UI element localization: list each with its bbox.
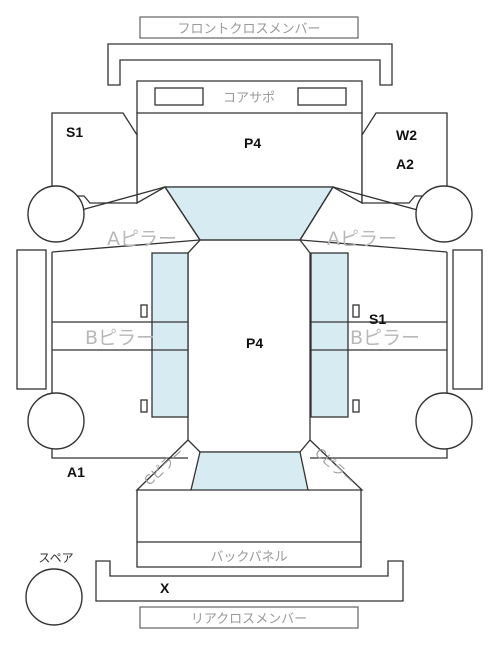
right-a-pillar-label: Aピラー bbox=[327, 228, 397, 250]
rear-bumper-outline bbox=[95, 560, 404, 602]
right-side-skirt bbox=[452, 249, 483, 390]
core-support-outline bbox=[136, 80, 363, 113]
left-headlight bbox=[154, 87, 204, 106]
right-door-outline bbox=[310, 252, 448, 459]
mark-right-side: S1 bbox=[369, 311, 386, 327]
right-a-pillar bbox=[298, 186, 448, 253]
core-support-label: コアサポ bbox=[223, 91, 275, 106]
mark-roof: P4 bbox=[246, 335, 263, 351]
left-door-outline bbox=[51, 252, 188, 459]
rear-window bbox=[190, 451, 309, 491]
mark-front-right-w2: W2 bbox=[396, 127, 417, 143]
rear-right-tire bbox=[415, 392, 473, 450]
left-a-pillar bbox=[51, 186, 202, 253]
mark-front-left: S1 bbox=[66, 124, 83, 140]
rear-cross-member-label: リアクロスメンバー bbox=[191, 612, 307, 627]
mark-rear-floor: X bbox=[160, 580, 170, 596]
left-front-door-handle bbox=[140, 304, 148, 318]
right-c-pillar bbox=[308, 439, 364, 491]
front-cross-member-label: フロントクロスメンバー bbox=[177, 22, 320, 37]
front-right-fender bbox=[361, 112, 448, 204]
left-a-pillar-label: Aピラー bbox=[107, 228, 177, 250]
spare-tire bbox=[25, 568, 83, 626]
rear-left-tire bbox=[27, 392, 85, 450]
windshield bbox=[163, 186, 335, 241]
right-b-pillar-label: Bピラー bbox=[350, 327, 420, 349]
mark-hood: P4 bbox=[244, 135, 261, 151]
front-right-tire bbox=[415, 185, 473, 243]
left-side-skirt bbox=[16, 249, 47, 390]
front-left-tire bbox=[27, 185, 85, 243]
left-rear-door-handle bbox=[140, 399, 148, 413]
mark-rear-left: A1 bbox=[67, 464, 85, 480]
right-side-window bbox=[310, 252, 349, 418]
rear-cross-member-box bbox=[139, 606, 359, 629]
front-cross-member-box bbox=[139, 16, 359, 39]
spare-label: スペア bbox=[38, 551, 73, 565]
left-b-pillar-label: Bピラー bbox=[85, 327, 155, 349]
right-c-pillar-label: Cピラー bbox=[311, 446, 357, 489]
right-rear-door-handle bbox=[352, 399, 360, 413]
mark-front-right-a2: A2 bbox=[396, 156, 414, 172]
trunk-outline bbox=[136, 490, 362, 568]
right-front-door-handle bbox=[352, 304, 360, 318]
right-headlight bbox=[297, 87, 347, 106]
back-panel-label: バックパネル bbox=[210, 550, 287, 565]
left-side-window bbox=[151, 252, 189, 418]
left-c-pillar-label: Cピラー bbox=[142, 446, 188, 489]
front-bumper-outline bbox=[107, 43, 393, 86]
